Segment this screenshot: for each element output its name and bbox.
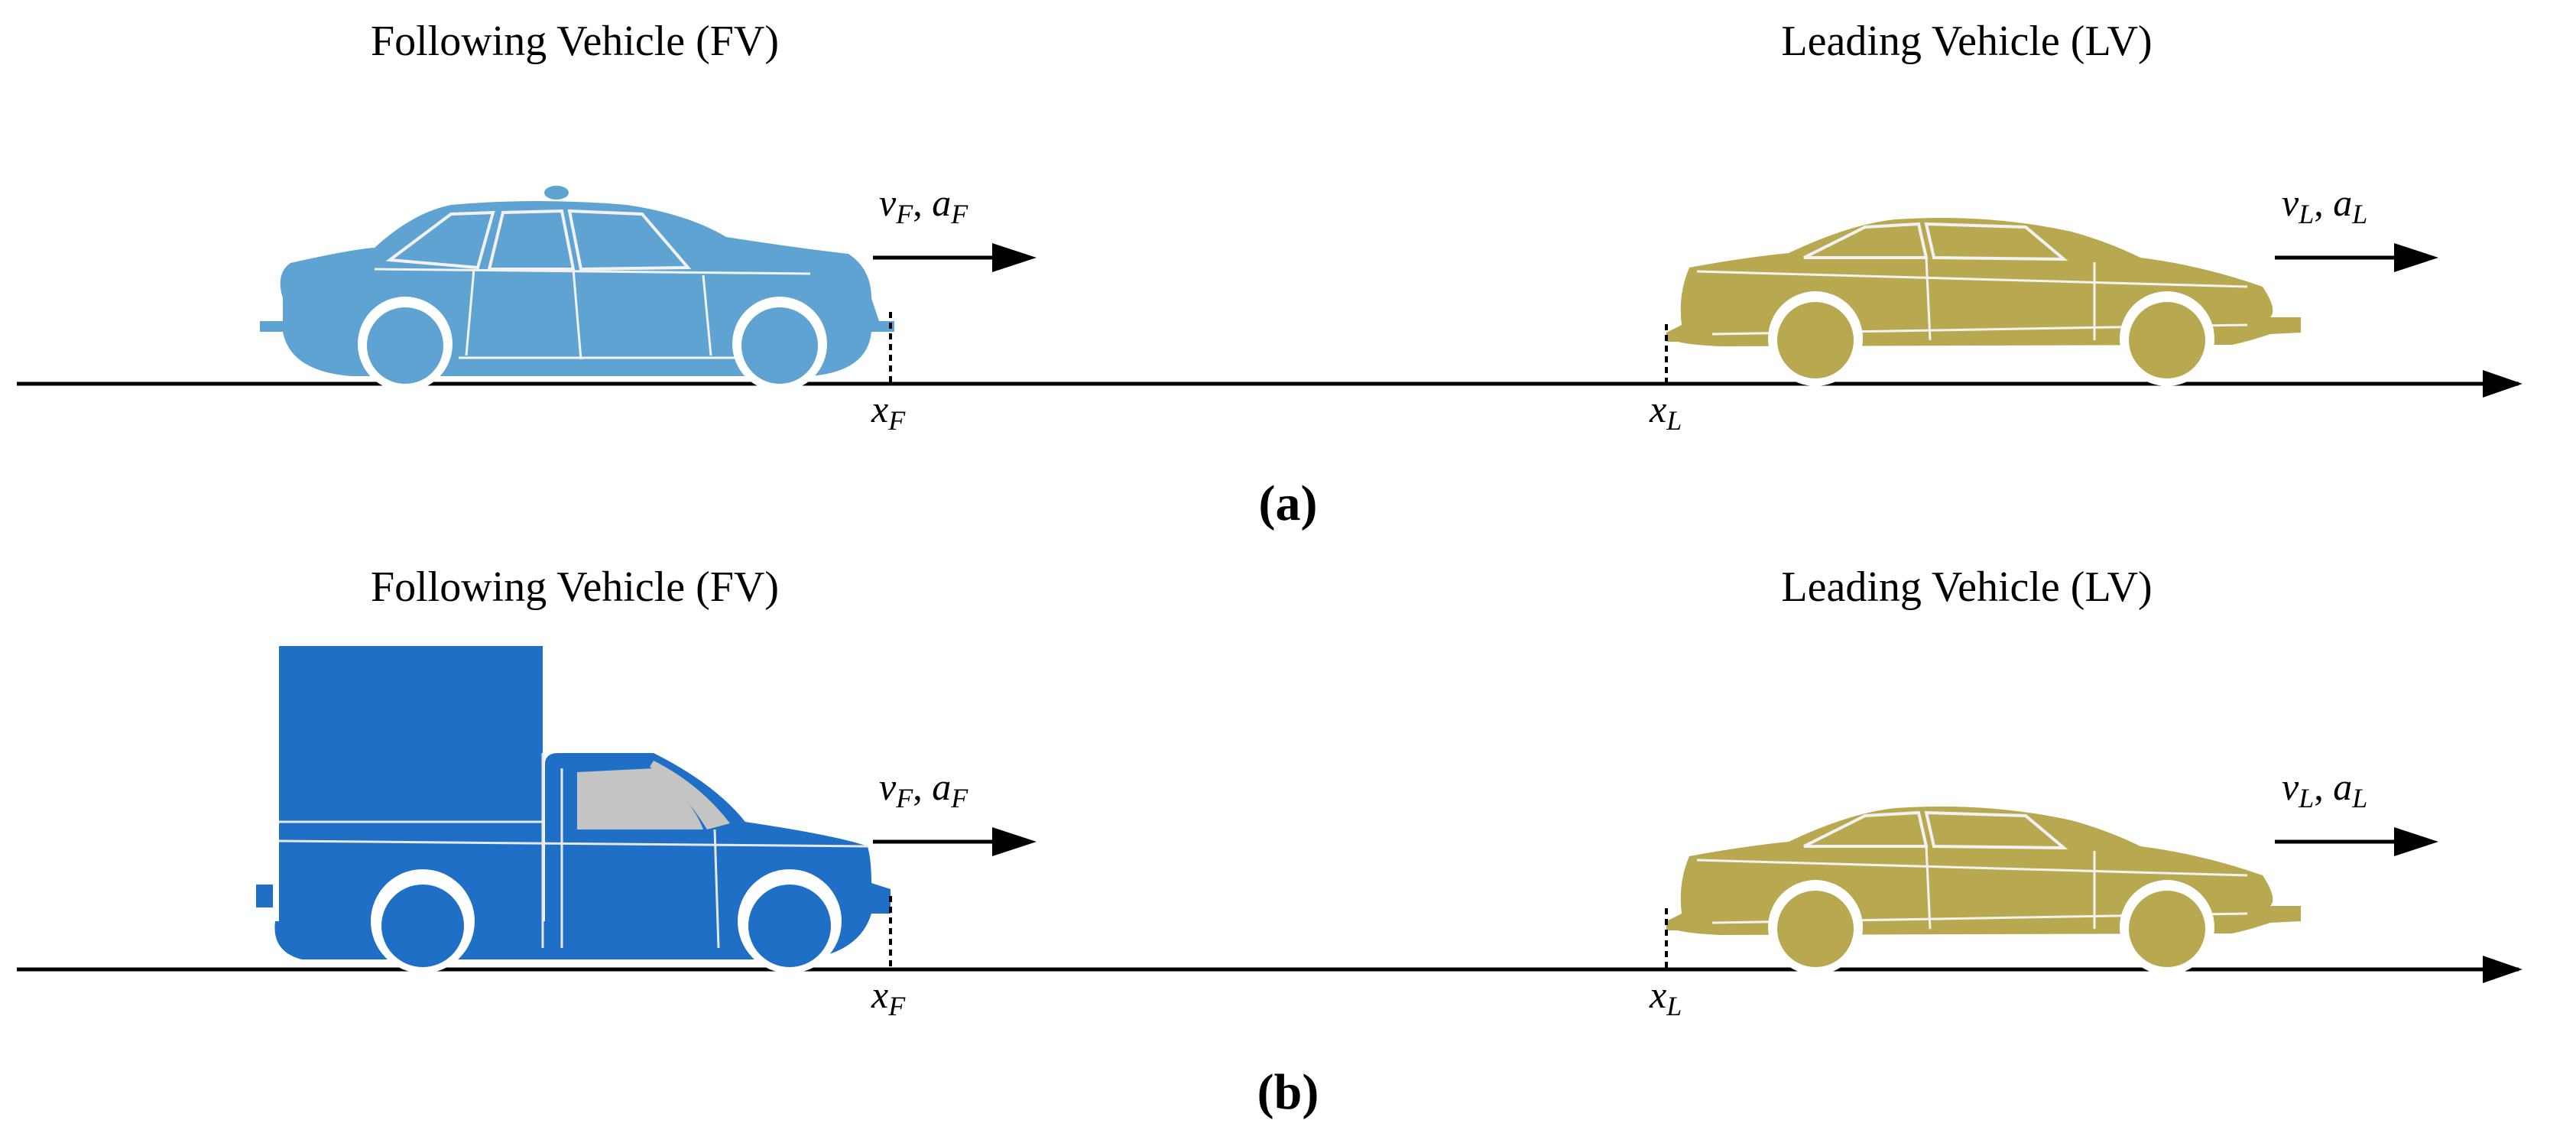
lv-velocity-arrowhead	[2394, 243, 2438, 272]
following-sedan	[260, 186, 894, 391]
following-truck	[256, 646, 891, 973]
road-axis-arrowhead	[2483, 956, 2522, 983]
fv-position-label: xF	[871, 388, 906, 436]
panel-label-b: (b)	[1257, 1064, 1319, 1120]
fv-title: Following Vehicle (FV)	[371, 18, 779, 65]
fv-velocity-arrowhead	[992, 827, 1037, 856]
panel-label-a: (a)	[1259, 476, 1318, 531]
lv-position-label: xL	[1649, 973, 1682, 1021]
lv-kinematics-label: vL, aL	[2282, 765, 2367, 813]
fv-velocity-arrowhead	[992, 243, 1037, 272]
lv-velocity-arrowhead	[2394, 827, 2438, 856]
lv-title: Leading Vehicle (LV)	[1781, 18, 2152, 65]
leading-coupe	[1666, 807, 2301, 975]
lv-kinematics-label: vL, aL	[2282, 181, 2367, 229]
fv-kinematics-label: vF, aF	[879, 181, 968, 229]
lv-title: Leading Vehicle (LV)	[1781, 563, 2152, 611]
fv-title: Following Vehicle (FV)	[371, 563, 779, 611]
road-axis-arrowhead	[2483, 370, 2522, 398]
leading-coupe	[1666, 218, 2301, 386]
panel-b: Following Vehicle (FV) Leading Vehicle (…	[17, 563, 2522, 1120]
fv-kinematics-label: vF, aF	[879, 765, 968, 813]
lv-position-label: xL	[1649, 388, 1682, 436]
fv-position-label: xF	[871, 973, 906, 1021]
panel-a: Following Vehicle (FV) Leading Vehicle (…	[17, 18, 2522, 531]
